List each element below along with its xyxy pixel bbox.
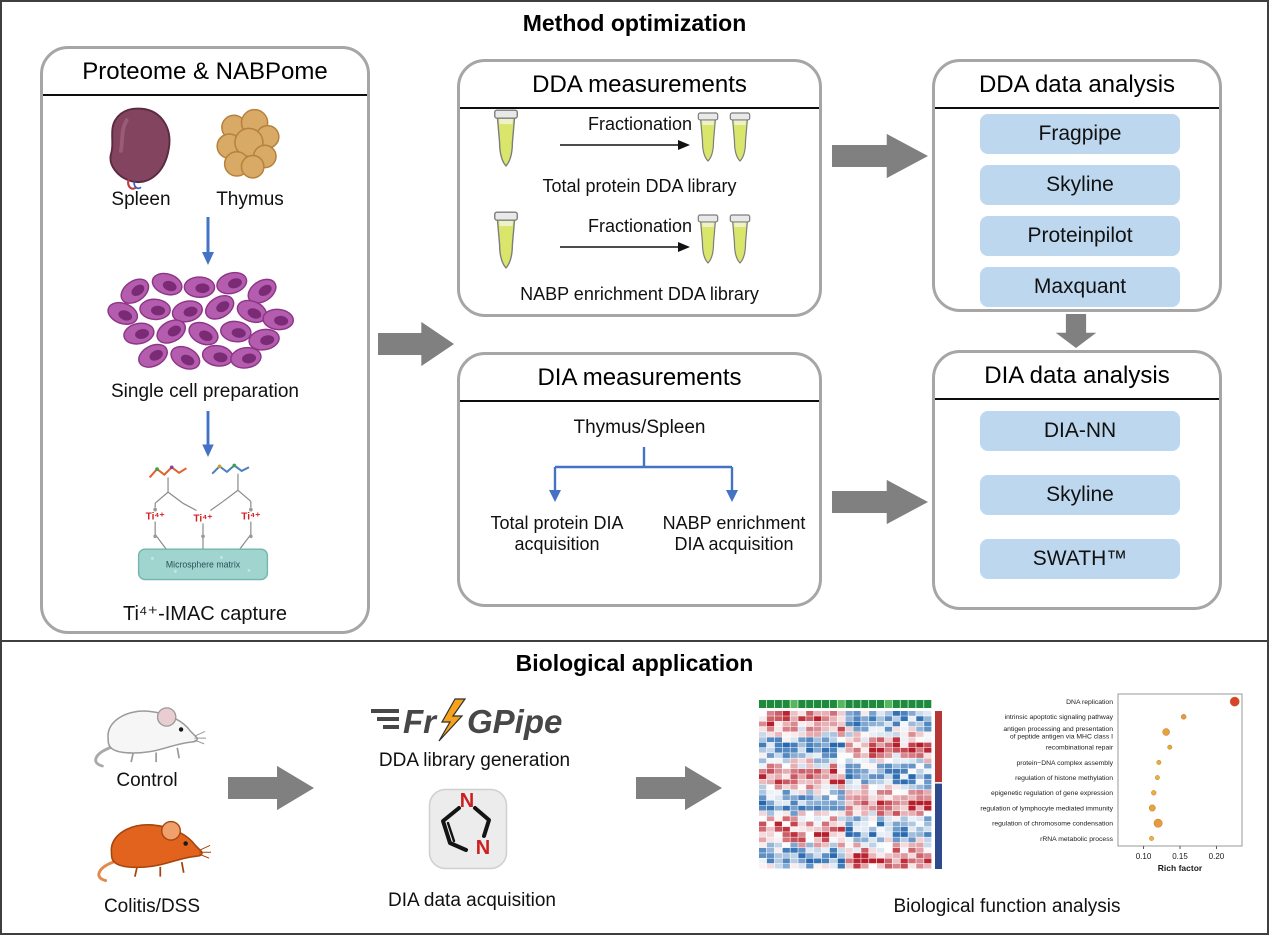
dia-analysis-title: DIA data analysis bbox=[935, 353, 1219, 400]
tube-icon bbox=[697, 214, 719, 264]
thymus-icon bbox=[216, 108, 280, 179]
svg-text:rRNA metabolic process: rRNA metabolic process bbox=[1040, 836, 1114, 843]
timac-label: Ti⁴⁺-IMAC capture bbox=[123, 603, 287, 625]
proteome-nabpome-box: Proteome & NABPome Spleen Thymus Single … bbox=[40, 46, 370, 634]
ti-label: Ti⁴⁺ bbox=[193, 514, 212, 525]
svg-text:intrinsic apoptotic signaling: intrinsic apoptotic signaling pathway bbox=[1005, 714, 1114, 721]
tube-icon bbox=[729, 112, 751, 162]
spleen-icon bbox=[109, 107, 171, 190]
svg-text:0.15: 0.15 bbox=[1172, 852, 1188, 861]
microsphere-label: Microsphere matrix bbox=[166, 560, 241, 570]
tool-fragpipe: Fragpipe bbox=[980, 114, 1180, 154]
tool-dia-nn: DIA-NN bbox=[980, 411, 1180, 451]
tool-skyline: Skyline bbox=[980, 475, 1180, 515]
tool-skyline: Skyline bbox=[980, 165, 1180, 205]
right-arrow-icon bbox=[560, 242, 690, 252]
ti-label: Ti⁴⁺ bbox=[146, 512, 165, 523]
colitis-label: Colitis/DSS bbox=[103, 896, 201, 917]
svg-text:DNA replication: DNA replication bbox=[1066, 699, 1113, 706]
thymus-label: Thymus bbox=[216, 189, 284, 210]
biological-application-title: Biological application bbox=[515, 650, 754, 676]
svg-text:protein−DNA complex assembly: protein−DNA complex assembly bbox=[1016, 760, 1113, 767]
dda-analysis-box: DDA data analysis Fragpipe Skyline Prote… bbox=[932, 59, 1222, 312]
tube-icon bbox=[729, 214, 751, 264]
svg-text:0.10: 0.10 bbox=[1136, 852, 1152, 861]
flow-arrow-proteome-to-measurements bbox=[378, 321, 454, 367]
dia-nn-n-bottom: N bbox=[476, 837, 490, 859]
single-cell-label: Single cell preparation bbox=[110, 381, 299, 402]
svg-text:regulation of chromosome conde: regulation of chromosome condensation bbox=[992, 821, 1113, 828]
dda-measurements-box: DDA measurements Fractionation Total pro… bbox=[457, 59, 822, 317]
go-enrichment-dotplot: DNA replication intrinsic apoptotic signa… bbox=[980, 693, 1243, 873]
ti-label: Ti⁴⁺ bbox=[241, 512, 260, 523]
right-arrow-icon bbox=[560, 140, 690, 150]
tube-icon bbox=[494, 109, 518, 167]
svg-text:0.20: 0.20 bbox=[1209, 852, 1225, 861]
biological-function-analysis-label: Biological function analysis bbox=[893, 896, 1121, 917]
tool-swath: SWATH™ bbox=[980, 539, 1180, 579]
flow-arrow-tools-to-results bbox=[636, 765, 722, 811]
svg-text:epigenetic regulation of gene: epigenetic regulation of gene expression bbox=[991, 790, 1113, 797]
dia-measurements-title: DIA measurements bbox=[460, 355, 819, 402]
lightning-icon bbox=[438, 698, 467, 742]
dia-analysis-box: DIA data analysis DIA-NN Skyline SWATH™ bbox=[932, 350, 1222, 610]
svg-text:recombinational repair: recombinational repair bbox=[1046, 745, 1114, 752]
fragpipe-logo-right-text: GPipe bbox=[467, 703, 562, 740]
flow-arrow-dda-to-dia-analysis bbox=[1055, 314, 1097, 348]
spleen-label: Spleen bbox=[111, 189, 171, 210]
method-optimization-title: Method optimization bbox=[522, 10, 747, 36]
fragpipe-logo-left-text: Fr bbox=[403, 703, 438, 740]
down-arrow-icon bbox=[202, 217, 214, 265]
flow-arrow-dda-to-analysis bbox=[832, 133, 928, 179]
dda-analysis-title: DDA data analysis bbox=[935, 62, 1219, 109]
fractionation-label: Fractionation bbox=[587, 216, 693, 236]
branch-arrows-icon bbox=[549, 447, 738, 502]
down-arrow-icon bbox=[202, 411, 214, 457]
ti-imac-illustration: Ti⁴⁺ Ti⁴⁺ Ti⁴⁺ Microsphere matrix bbox=[137, 463, 269, 581]
flow-arrow-dia-to-analysis bbox=[832, 479, 928, 525]
total-dda-library-label: Total protein DDA library bbox=[542, 176, 737, 196]
dia-data-acquisition-label: DIA data acquisition bbox=[388, 890, 556, 911]
tube-icon bbox=[697, 112, 719, 162]
dda-measurements-title: DDA measurements bbox=[460, 62, 819, 109]
dia-nn-n-top: N bbox=[460, 790, 474, 812]
dia-nn-logo: N N bbox=[428, 788, 508, 870]
svg-text:regulation of histone methylat: regulation of histone methylation bbox=[1015, 775, 1113, 782]
tool-maxquant: Maxquant bbox=[980, 267, 1180, 307]
nabp-dia-label: NABP enrichment DIA acquisition bbox=[662, 513, 806, 554]
svg-text:Rich factor: Rich factor bbox=[1158, 863, 1203, 873]
svg-text:regulation of lymphocyte media: regulation of lymphocyte mediated immuni… bbox=[980, 805, 1113, 812]
thymus-spleen-label: Thymus/Spleen bbox=[573, 417, 706, 438]
dda-library-generation-label: DDA library generation bbox=[378, 750, 571, 771]
control-mouse-icon bbox=[94, 707, 207, 768]
control-label: Control bbox=[116, 770, 178, 791]
colitis-mouse-icon bbox=[97, 820, 212, 883]
dia-measurements-box: DIA measurements Thymus/Spleen Total pro… bbox=[457, 352, 822, 607]
single-cells-icon bbox=[107, 271, 295, 370]
flow-arrow-mice-to-tools bbox=[228, 765, 314, 811]
proteome-box-title: Proteome & NABPome bbox=[43, 49, 367, 96]
expression-heatmap bbox=[759, 700, 942, 869]
microsphere-matrix bbox=[137, 548, 269, 581]
tool-proteinpilot: Proteinpilot bbox=[980, 216, 1180, 256]
fractionation-label: Fractionation bbox=[587, 114, 693, 134]
total-dia-label: Total protein DIA acquisition bbox=[490, 513, 624, 554]
tube-icon bbox=[494, 211, 518, 269]
section-divider bbox=[2, 640, 1267, 642]
nabp-dda-library-label: NABP enrichment DDA library bbox=[520, 284, 759, 304]
fragpipe-logo: Fr GPipe bbox=[367, 694, 582, 746]
